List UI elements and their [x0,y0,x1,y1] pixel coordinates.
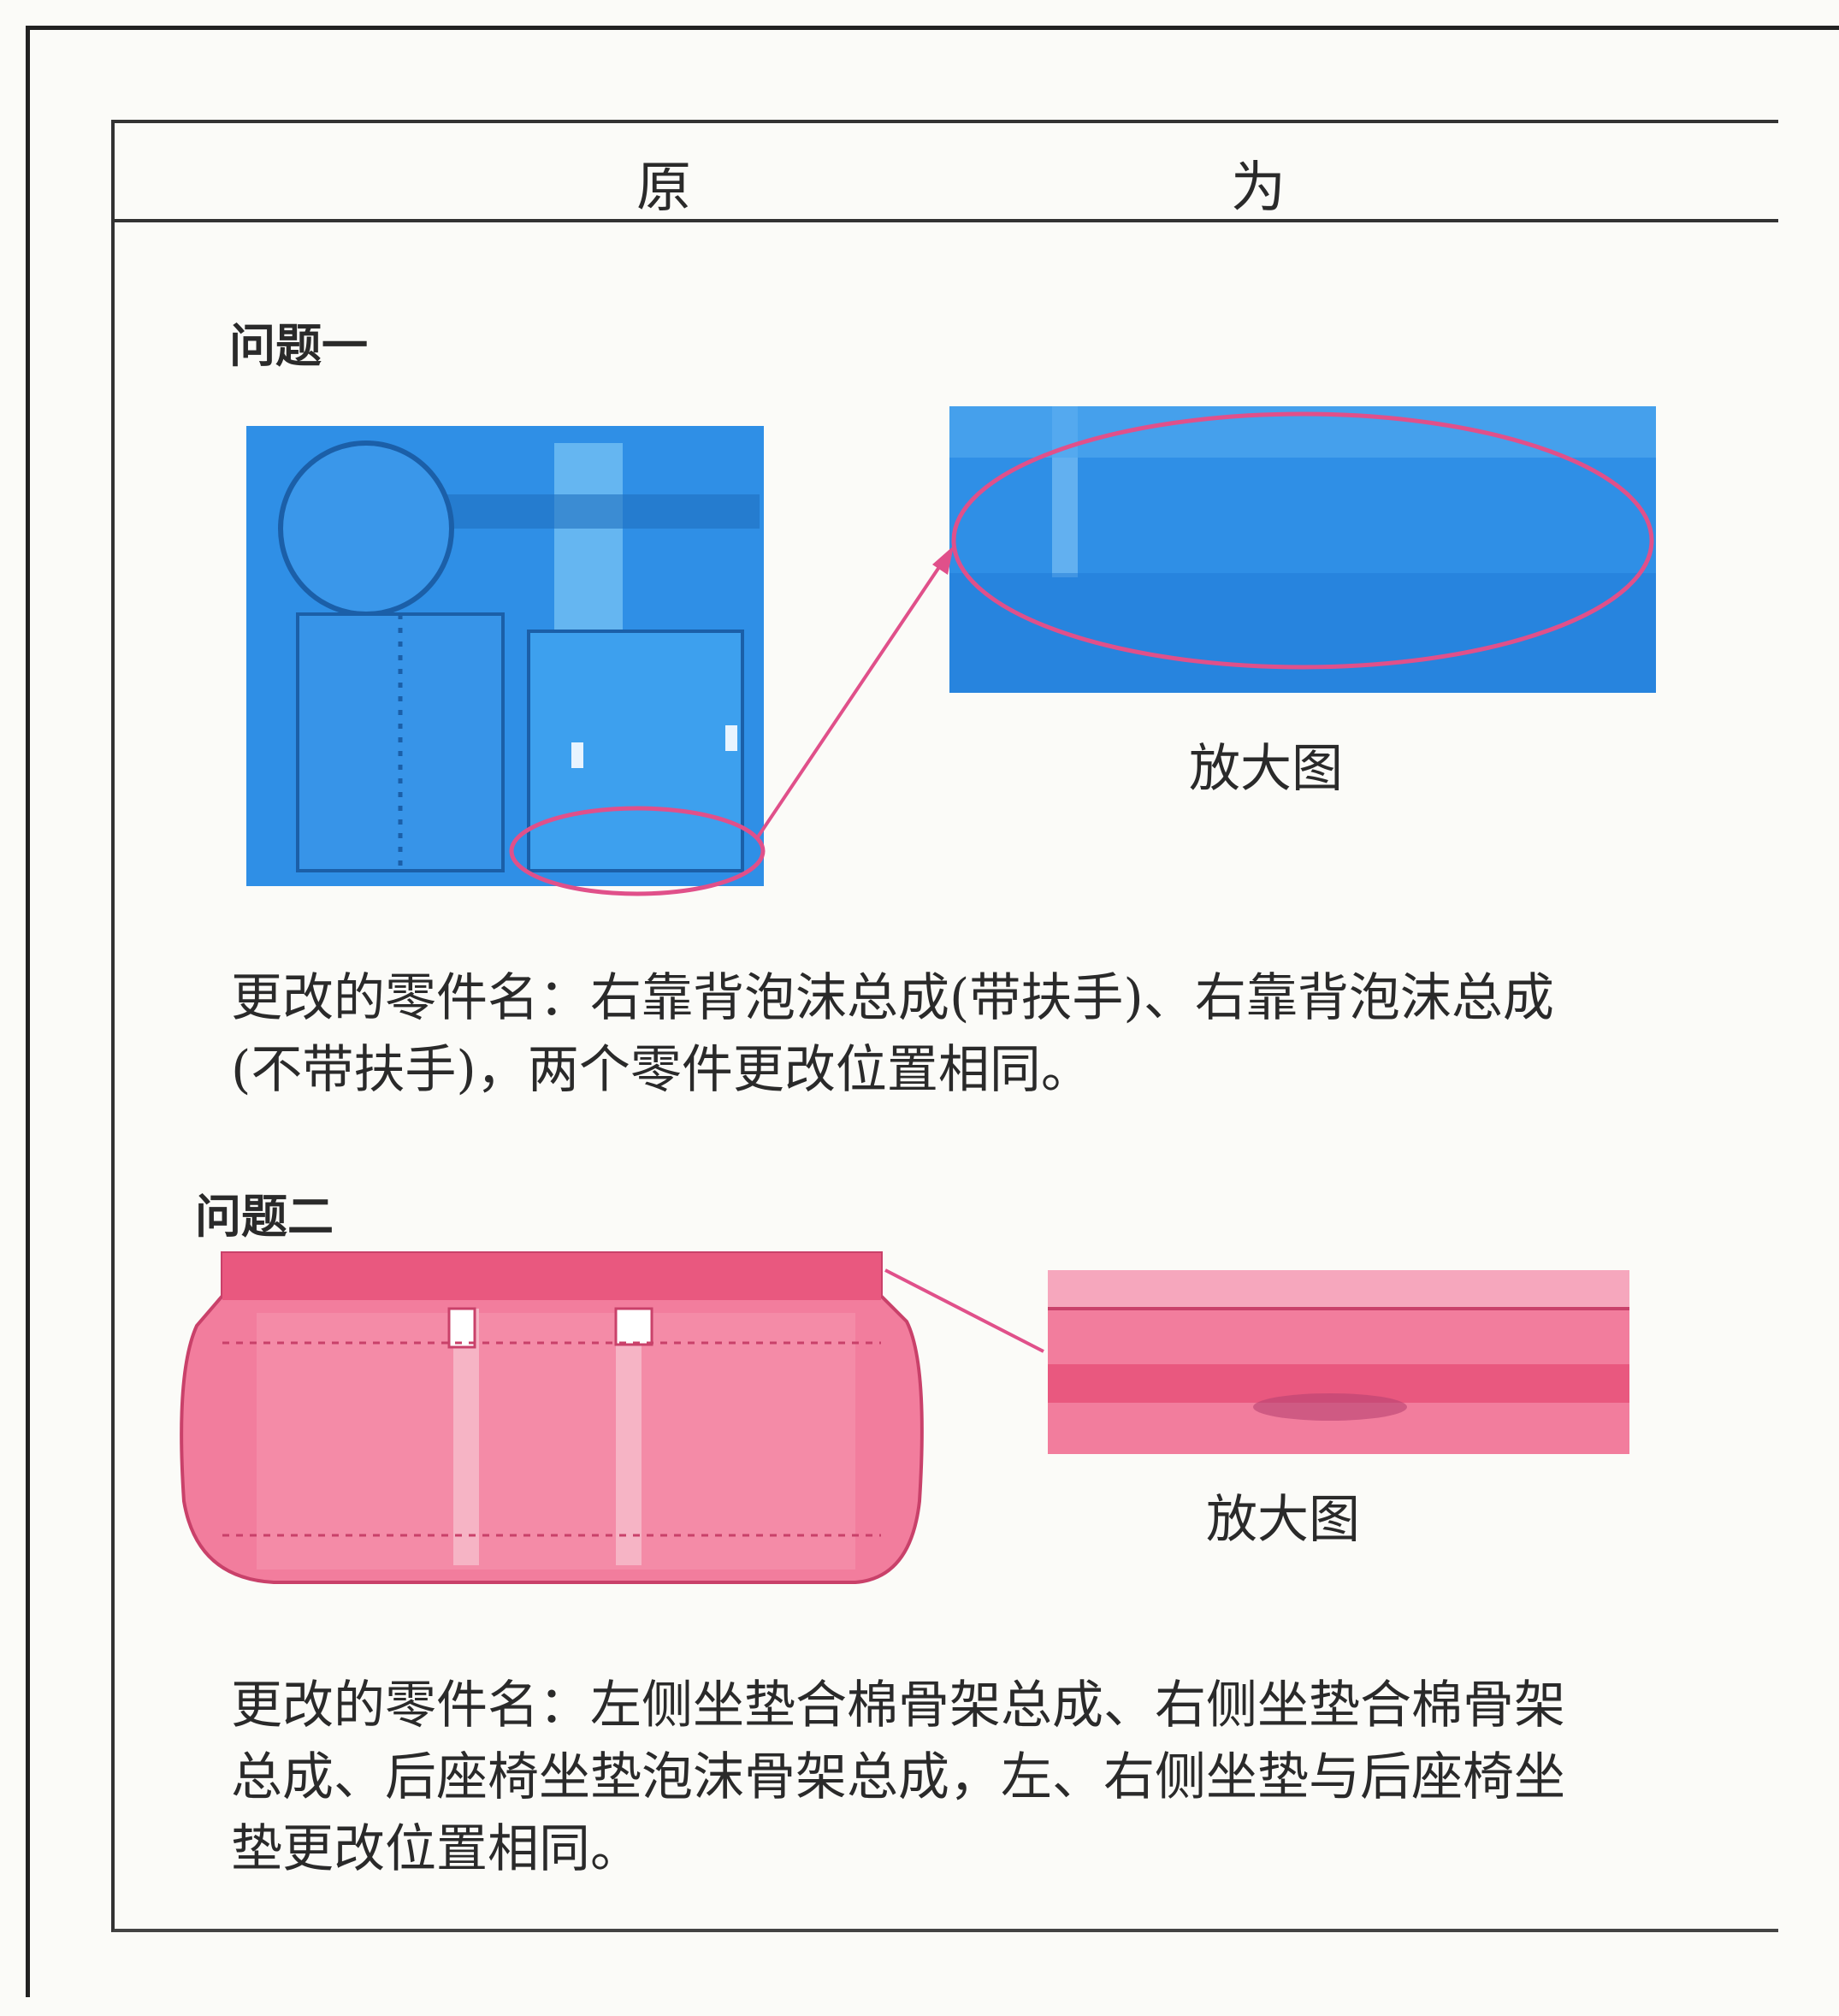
seat-cushion-image [180,1251,924,1584]
table-header: 原 为 [115,120,1778,222]
zoom-image-1 [949,406,1656,693]
page-frame [26,26,1839,1997]
callout-arrow-1 [509,546,954,896]
problem-1-description: 更改的零件名：右靠背泡沫总成(带扶手)、右靠背泡沫总成 (不带扶手)，两个零件更… [231,968,1554,1100]
zoom-caption-1: 放大图 [1189,739,1343,799]
backrest-foam-image [246,426,764,886]
problem-1-label: 问题一 [229,318,368,373]
zoom-image-2 [1048,1270,1629,1454]
zoom-caption-2: 放大图 [1206,1490,1360,1550]
header-original: 原 [636,157,695,220]
callout-line-2 [884,1268,1044,1353]
problem-2-description: 更改的零件名：左侧坐垫合棉骨架总成、右侧坐垫合棉骨架 总成、后座椅坐垫泡沫骨架总… [231,1676,1565,1879]
header-changed: 为 [1231,157,1289,220]
change-table: 原 为 [111,120,1778,1932]
problem-2-label: 问题二 [195,1189,334,1244]
